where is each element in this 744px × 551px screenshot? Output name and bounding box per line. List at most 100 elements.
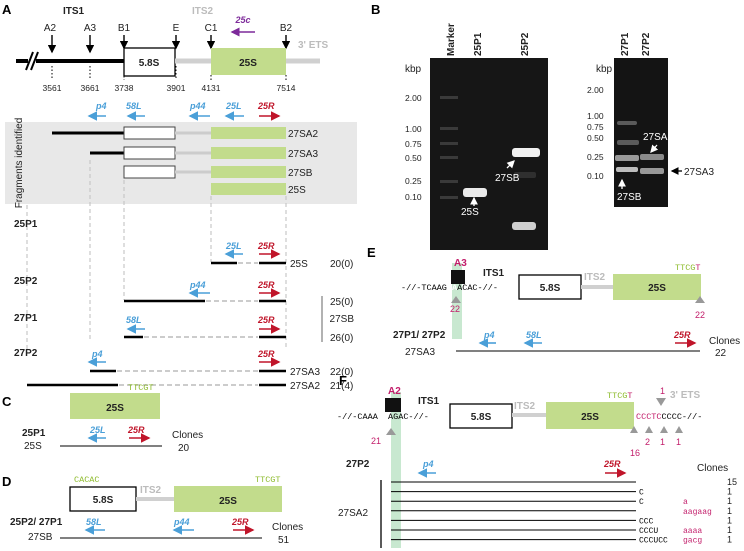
panel-e-row: 27P1/ 27P2 bbox=[393, 330, 446, 341]
panel-e-box-25s bbox=[613, 274, 701, 300]
gel-2-label-27sa3: 27SA3 bbox=[684, 167, 714, 178]
site-arrows bbox=[47, 35, 291, 54]
row-27p1-primer-58l: 58L bbox=[126, 315, 142, 325]
panel-c-seq: TTCGT bbox=[128, 383, 154, 393]
gel-2-label-27sb: 27SB bbox=[617, 192, 642, 203]
clone-row-count: 15 bbox=[727, 477, 737, 487]
panel-f-arrow-count-3: 1 bbox=[660, 437, 665, 447]
guide-lines bbox=[26, 160, 287, 352]
panel-e-primer-58l: 58L bbox=[526, 330, 542, 340]
panel-d-seq2: TTCGT bbox=[255, 475, 281, 485]
gel-1-bands bbox=[440, 96, 540, 230]
fragments: 27SA2 27SA3 27SB 25S bbox=[52, 126, 318, 196]
panel-c-box bbox=[70, 393, 160, 419]
row-27p2-primer-r: 25R bbox=[257, 349, 275, 359]
ets-label: 3' ETS bbox=[298, 40, 328, 51]
box-5-8s-label: 5.8S bbox=[139, 58, 160, 69]
panel-f-primer-r: 25R bbox=[603, 459, 621, 469]
primer-25c: 25c bbox=[234, 15, 250, 25]
lane-25p1: 25P1 bbox=[473, 32, 484, 56]
box-5-8s bbox=[123, 47, 176, 77]
panel-c-sub: 25S bbox=[24, 441, 42, 452]
row-27p1-primer-r: 25R bbox=[257, 315, 275, 325]
clone-row-count: 1 bbox=[727, 496, 732, 506]
panel-d-primer-p44: p44 bbox=[173, 517, 190, 527]
clone-row-tail: a bbox=[683, 498, 688, 507]
panel-d-box-5-8s-label: 5.8S bbox=[93, 495, 114, 506]
panel-d-primer-r: 25R bbox=[231, 517, 249, 527]
row-27p2: 27P2 bbox=[14, 348, 38, 359]
panel-f-tail-seq: CCCTCCCCC-//- bbox=[636, 412, 702, 422]
row-27p2-primer-p4: p4 bbox=[91, 349, 103, 359]
gel-1-label-25s: 25S bbox=[461, 207, 479, 218]
row-25p2-primer-p44: p44 bbox=[189, 280, 206, 290]
box-25s-label: 25S bbox=[239, 58, 257, 69]
panel-f-count-left: 21 bbox=[371, 436, 381, 446]
clone-row-tail: gacg bbox=[683, 537, 702, 546]
panel-f-label: F bbox=[339, 373, 347, 388]
panel-b: B Marker 25P1 25P2 kbp 2.00 1.00 0.75 0.… bbox=[371, 2, 714, 250]
primer-p44: p44 bbox=[189, 101, 206, 111]
panel-c: C TTCGT 25S 25P1 25L 25R Clones 25S 20 bbox=[2, 383, 203, 454]
panel-a-label: A bbox=[2, 2, 12, 17]
site-a2: A2 bbox=[44, 23, 57, 34]
gel-1-tick-2-00: 2.00 bbox=[405, 93, 422, 103]
row-25p2: 25P2 bbox=[14, 276, 38, 287]
primer-58l: 58L bbox=[126, 101, 142, 111]
box-25s bbox=[211, 48, 286, 75]
site-a3: A3 bbox=[84, 23, 97, 34]
panel-d-row: 25P2/ 27P1 bbox=[10, 517, 63, 528]
site-e: E bbox=[173, 23, 180, 34]
panel-e-label: E bbox=[367, 245, 376, 260]
panel-f-arrow-count-4: 1 bbox=[676, 437, 681, 447]
panel-e: E A3 ITS1 -//-TCAAGGAACAC-//- 5.8S ITS2 … bbox=[367, 245, 740, 359]
frag-27sb: 27SB bbox=[288, 168, 313, 179]
gel-2-tick-0-75: 0.75 bbox=[587, 122, 604, 132]
row-25p2-count: 25(0) bbox=[330, 297, 353, 308]
panel-f-arrow-count-2: 2 bbox=[645, 437, 650, 447]
panel-d-clones-label: Clones bbox=[272, 522, 303, 533]
group-27sb: 27SB bbox=[330, 314, 355, 325]
panel-e-primer-r: 25R bbox=[673, 330, 691, 340]
panel-f-its2: ITS2 bbox=[514, 401, 536, 412]
panel-d-clones: 51 bbox=[278, 535, 290, 546]
primer-25l: 25L bbox=[225, 101, 242, 111]
panel-d-label: D bbox=[2, 474, 11, 489]
panel-d-box-25s-label: 25S bbox=[219, 496, 237, 507]
gel-2-tick-0-50: 0.50 bbox=[587, 133, 604, 143]
fragments-label: Fragments identified bbox=[14, 118, 25, 209]
lane-27p1: 27P1 bbox=[620, 32, 631, 56]
row-27p2-product: 27SA3 bbox=[290, 367, 320, 378]
panel-e-count-right: 22 bbox=[695, 310, 705, 320]
frag-27sa3: 27SA3 bbox=[288, 149, 318, 160]
panel-c-label: C bbox=[2, 394, 12, 409]
pos-4131: 4131 bbox=[202, 83, 221, 93]
panel-f-site: A2 bbox=[388, 386, 401, 397]
panel-a: A ITS1 ITS2 A2 A3 B1 E C1 B2 25c 3' ETS … bbox=[2, 2, 357, 392]
primer-p4: p4 bbox=[95, 101, 107, 111]
gel-2-tick-1-00: 1.00 bbox=[587, 111, 604, 121]
panel-f-ets: 3' ETS bbox=[670, 390, 700, 401]
panel-e-sequence: -//-TCAAGGAACAC-//- bbox=[401, 283, 498, 293]
panel-f-its1: ITS1 bbox=[418, 396, 440, 407]
gel-1-label-27sb: 27SB bbox=[495, 173, 520, 184]
panel-f-count-top: 1 bbox=[660, 386, 665, 396]
row-25p1-count: 20(0) bbox=[330, 259, 353, 270]
pos-3738: 3738 bbox=[115, 83, 134, 93]
panel-d-box-25s bbox=[174, 486, 282, 512]
panel-d-its2: ITS2 bbox=[140, 485, 162, 496]
lane-27p2: 27P2 bbox=[641, 32, 652, 56]
panel-e-box-5-8s bbox=[518, 274, 582, 300]
pos-3901: 3901 bbox=[167, 83, 186, 93]
panel-c-row: 25P1 bbox=[22, 428, 46, 439]
panel-d-primer-58l: 58L bbox=[86, 517, 102, 527]
clone-row-seq: C bbox=[639, 489, 644, 498]
site-c1: C1 bbox=[205, 23, 218, 34]
panel-f-box-5-8s-label: 5.8S bbox=[471, 412, 492, 423]
clone-row-count: 1 bbox=[727, 535, 732, 545]
gel-1-tick-1-00: 1.00 bbox=[405, 124, 422, 134]
row-27sa2-product: 27SA2 bbox=[290, 381, 320, 392]
pos-3561: 3561 bbox=[43, 83, 62, 93]
